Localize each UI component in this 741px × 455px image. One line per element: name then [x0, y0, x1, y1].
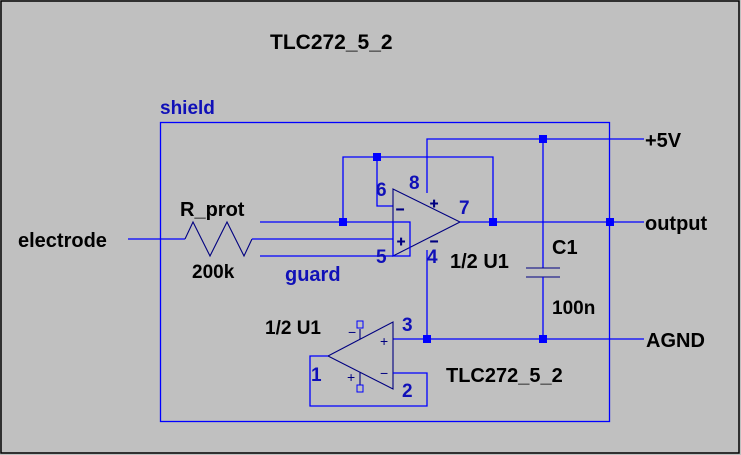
pin-1: 1: [311, 365, 322, 386]
port-agnd[interactable]: AGND: [646, 330, 705, 352]
opamp-b-name[interactable]: 1/2 U1: [265, 318, 321, 339]
resistor-name[interactable]: R_prot: [180, 199, 245, 221]
subcircuit-title-bottom: TLC272_5_2: [446, 365, 563, 387]
opamp-a-vminus-sign: −: [430, 233, 438, 249]
port-electrode[interactable]: electrode: [18, 230, 107, 252]
net-label-shield[interactable]: shield: [160, 98, 215, 119]
net-label-guard[interactable]: guard: [285, 264, 341, 286]
pin-5: 5: [376, 247, 387, 268]
opamp-a-noninv-sign: +: [397, 233, 405, 249]
opamp-b-inv-sign: −: [380, 365, 388, 381]
capacitor-value[interactable]: 100n: [552, 298, 595, 319]
opamp-b-noninv-sign: +: [380, 333, 388, 349]
opamp-a-name[interactable]: 1/2 U1: [450, 251, 509, 273]
junction: [539, 335, 547, 343]
port-output[interactable]: output: [645, 213, 708, 235]
junction: [339, 218, 347, 226]
opamp-a-pin5-box: [392, 221, 411, 257]
port-vcc[interactable]: +5V: [645, 130, 682, 152]
junction: [373, 153, 381, 161]
wire-vcc-rail[interactable]: [426, 138, 644, 193]
pin-2: 2: [402, 381, 413, 402]
junction: [539, 135, 547, 143]
wire-opamp-b-loop[interactable]: [309, 355, 428, 407]
opamp-b-supply-bottom-pin: [356, 384, 364, 393]
pin-4: 4: [427, 247, 438, 268]
wire-feedback[interactable]: [342, 156, 494, 222]
pin-3: 3: [402, 315, 413, 336]
opamp-b-vminus-sign: −: [348, 324, 356, 340]
opamp-a-vplus-sign: +: [430, 195, 438, 211]
junction: [423, 335, 431, 343]
subcircuit-title-top: TLC272_5_2: [270, 31, 393, 54]
junction: [489, 218, 497, 226]
capacitor-name[interactable]: C1: [552, 237, 578, 259]
junction: [606, 218, 614, 226]
opamp-b-supply-top-pin: [356, 320, 364, 329]
opamp-b-vplus-sign: +: [347, 369, 355, 385]
pin-6: 6: [376, 180, 387, 201]
resistor-value[interactable]: 200k: [192, 262, 235, 283]
pin-7: 7: [459, 198, 470, 219]
pin-8: 8: [409, 173, 420, 194]
resistor-r-prot[interactable]: [184, 220, 253, 258]
opamp-a-inv-sign: −: [396, 201, 404, 217]
wire-inv-input[interactable]: [376, 157, 393, 207]
shield-box[interactable]: [159, 121, 611, 423]
